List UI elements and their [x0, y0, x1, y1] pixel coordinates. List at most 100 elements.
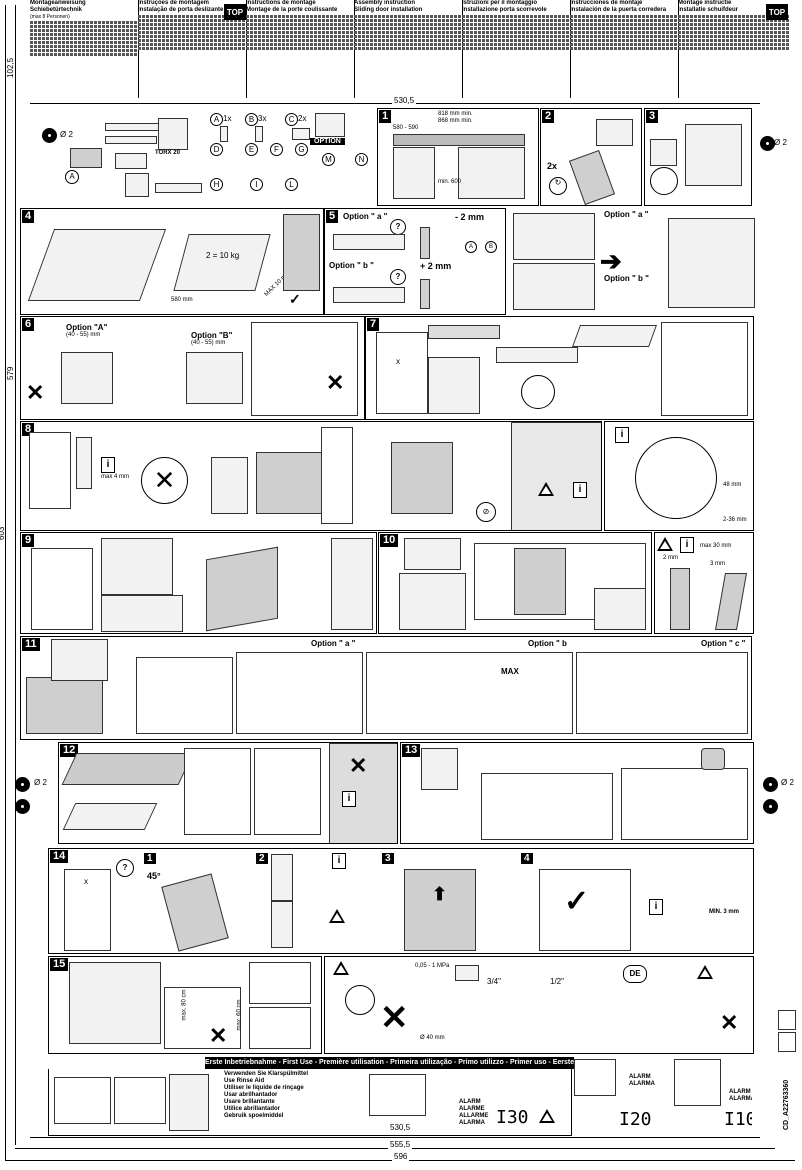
step-9-number: 9	[22, 534, 35, 547]
document-code: CD_A22763360	[783, 1079, 790, 1130]
header-title-de: Montageanweisung	[30, 0, 86, 6]
step-8-dim-a: 48 mm	[723, 482, 742, 488]
part-a-icon: A	[65, 170, 79, 184]
header-title-fr: Instructions de montage	[246, 0, 316, 6]
step-5-rail-a	[333, 234, 405, 250]
step-6-cross-icon-2: ✕	[326, 370, 345, 395]
step-5-option-a-small: Option " a "	[604, 210, 649, 219]
step-9-side-detail	[331, 538, 373, 630]
step-4-decor-panel	[173, 234, 271, 291]
step-8-panel: 8 i max 4 mm ✕ i ⊘	[20, 421, 602, 531]
step-12-screw-detail	[254, 748, 321, 835]
step-15-hose-icon	[345, 985, 375, 1015]
step-5-question-a: ?	[390, 219, 406, 235]
step-7-panel: 7 x	[365, 316, 754, 420]
header-title-pt: Instruções de montagem	[138, 0, 210, 6]
step-13-cabinet-a	[481, 773, 613, 840]
alarm-code-i30: I30	[496, 1107, 529, 1128]
step-3-cabinet	[685, 124, 742, 186]
step-12-door-bottom	[62, 803, 158, 830]
header-subtitle-es: Instalación de la puerta corredera	[570, 7, 667, 13]
recycle-icon	[778, 1010, 796, 1030]
step-9-detail-b	[101, 595, 183, 632]
step-5-post-b	[420, 279, 430, 309]
step-11-option-c-diagram	[576, 652, 748, 734]
step-10-2mm: 2 mm	[663, 555, 678, 561]
step-4-panel: 4 2 = 10 kg 580 mm MAX 10 mm ✓	[20, 208, 324, 315]
step-14-question-icon: ?	[116, 859, 134, 877]
step-5-door-mount	[668, 218, 755, 308]
header-column-en: Assembly instruction Sliding door instal…	[354, 0, 463, 98]
step-6-dishwasher-b	[186, 352, 243, 404]
step-14-final-front	[539, 869, 631, 951]
step-8-max-label: max 4 mm	[101, 474, 130, 480]
header-note-de: (max 8 Personen)	[30, 14, 70, 20]
header-subtitle-en: Sliding door installation	[354, 7, 423, 13]
step-1-min-b: 868 mm min.	[438, 118, 473, 124]
step-10-screw-detail	[399, 573, 466, 630]
step-7-cabinet	[428, 357, 480, 414]
part-a-label: A	[210, 113, 223, 126]
first-use-panel: Verwenden Sie Klarspülmittel Use Rinse A…	[48, 1069, 572, 1136]
step-8-info-icon: i	[101, 457, 115, 473]
alarm-label-7: ALARM	[729, 1089, 751, 1095]
left-screw-label: Ø 2	[34, 778, 47, 787]
step-14-info-icon-2: i	[649, 899, 663, 915]
left-dimension-line-inner	[15, 5, 16, 1145]
screwdriver-icon-2	[105, 136, 157, 144]
header-subtitle-nl: Installatie schuifdeur	[678, 7, 739, 13]
step-8-warning-icon	[538, 482, 554, 496]
step-15-pressure: 0,05 - 1 MPa	[415, 963, 450, 969]
step-15-warning-icon-2	[697, 965, 713, 979]
alarm-label-5: ALARM	[629, 1074, 651, 1080]
step-1-min-a: 818 mm min.	[438, 111, 473, 117]
step-7-rotate-icon	[521, 375, 555, 409]
part-m-label: M	[322, 153, 335, 166]
bin-icon	[778, 1032, 796, 1052]
screw-part-icon-2	[255, 126, 263, 142]
step-14-min-label: MIN. 3 mm	[709, 909, 740, 915]
step-2-height-gauge	[596, 119, 633, 146]
first-use-line-2: Use Rinse Aid	[224, 1078, 265, 1084]
step-9-inner	[31, 548, 93, 630]
step-12-hand-detail	[184, 748, 251, 835]
right-screw-label: Ø 2	[781, 778, 794, 787]
step-14-sub-1: 1	[144, 853, 156, 864]
part-b-label: B	[245, 113, 258, 126]
step-14-up-arrow: ⬆	[432, 884, 448, 904]
step-10-info-panel: i max 30 mm 3 mm 2 mm	[654, 532, 754, 634]
pliers-icon	[115, 153, 147, 169]
step-14-panel-a	[64, 869, 111, 951]
header-column-es: Instrucciones de montaje Instalación de …	[570, 0, 679, 98]
step-4-side-panel	[283, 214, 320, 291]
step-9-detail-a	[101, 538, 173, 595]
step-10-panel: 10	[378, 532, 652, 634]
step-15-connector-a	[249, 962, 311, 1004]
left-dimension-102: 102,5	[6, 57, 15, 78]
step-15-thread-b: 1/2"	[550, 977, 564, 986]
step-12-cross-icon: ✕	[349, 753, 368, 778]
right-screw-icon-1	[763, 777, 778, 792]
step-6-side-view	[251, 322, 358, 416]
first-use-line-4: Usar abrilhantador	[224, 1092, 278, 1098]
alarm-code-i20: I20	[619, 1109, 652, 1130]
alarm-label-6: ALARMA	[629, 1081, 655, 1087]
step-10-number: 10	[380, 534, 399, 547]
right-screw-icon-2	[763, 799, 778, 814]
step-15-cross-icon-3: ✕	[720, 1010, 739, 1035]
part-c-label: C	[285, 113, 298, 126]
step-11-option-a-diagram	[236, 652, 363, 734]
step-2-number: 2	[542, 110, 555, 123]
step-8-zoom-circle	[635, 437, 717, 519]
step-4-check: ✓	[289, 291, 301, 307]
header-title-es: Instrucciones de montaje	[570, 0, 643, 6]
first-use-right-panel: I20 ALARM ALARMA ALARM ALARMA I10	[574, 1054, 752, 1135]
part-h-label: H	[210, 178, 223, 191]
step-7-rail	[496, 347, 578, 363]
option-label: OPTION	[310, 138, 345, 145]
step-15-warning-icon	[333, 961, 349, 975]
first-use-line-5: Usare brillantante	[224, 1099, 275, 1105]
step-11-drawer-a	[136, 657, 233, 734]
first-use-line-3: Utiliser le liquide de rinçage	[224, 1085, 304, 1091]
step-14-info-icon: i	[332, 853, 346, 869]
